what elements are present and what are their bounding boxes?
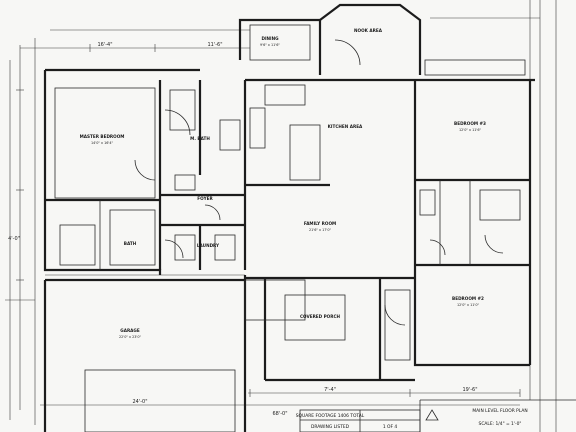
dim-top-mid: 11'-6" — [207, 42, 222, 48]
dim-garage-bottom: 24'-0" — [132, 399, 147, 405]
room-label-bath: BATH — [124, 241, 137, 246]
title-project: SQUARE FOOTAGE 1406 TOTAL — [296, 413, 365, 419]
room-label-bedroom-3: BEDROOM #3 — [454, 121, 486, 126]
room-size-family-room: 21'6" x 17'0" — [309, 228, 332, 232]
room-size-master-bedroom: 14'0" x 16'4" — [91, 141, 114, 145]
room-label-laundry: LAUNDRY — [197, 243, 220, 248]
room-size-bedroom-2: 12'0" x 11'0" — [457, 303, 480, 307]
dim-left-side: 4'-0" — [8, 236, 20, 242]
dimension-lines — [5, 0, 557, 432]
title-scale: SCALE: 1/4" = 1'-0" — [479, 421, 522, 427]
room-label-nook: NOOK AREA — [354, 28, 383, 33]
dim-top-left: 16'-4" — [97, 42, 112, 48]
room-label-master-bedroom: MASTER BEDROOM — [80, 134, 125, 139]
room-size-garage: 22'0" x 23'0" — [119, 335, 142, 339]
north-arrow-icon — [425, 409, 439, 421]
title-plan-name: MAIN LEVEL FLOOR PLAN — [472, 408, 527, 414]
room-label-family-room: FAMILY ROOM — [304, 221, 336, 226]
room-label-bedroom-2: BEDROOM #2 — [452, 296, 484, 301]
interior-walls — [45, 24, 576, 432]
title-drawing: DRAWING LISTED — [311, 424, 350, 430]
room-size-bedroom-3: 12'0" x 11'6" — [459, 128, 482, 132]
dim-total: 68'-0" — [272, 411, 287, 417]
room-label-foyer: FOYER — [197, 196, 213, 201]
room-label-dining: DINING — [261, 36, 279, 41]
dimension-labels: 16'-4" 11'-6" 4'-0" 24'-0" 7'-4" 19'-6" … — [8, 42, 477, 417]
dim-porch-width: 7'-4" — [324, 387, 336, 393]
room-label-covered-porch: COVERED PORCH — [300, 314, 341, 319]
room-label-master-bath: M. BATH — [190, 136, 210, 141]
dim-right-bottom: 19'-6" — [462, 387, 477, 393]
door-swings — [134, 39, 504, 326]
title-block: SQUARE FOOTAGE 1406 TOTAL DRAWING LISTED… — [296, 408, 528, 430]
room-size-dining: 9'6" x 11'6" — [260, 43, 280, 47]
room-labels: MASTER BEDROOM 14'0" x 16'4" DINING 9'6"… — [80, 28, 486, 339]
exterior-walls — [43, 3, 535, 432]
room-label-garage: GARAGE — [120, 328, 140, 333]
title-sheet: 1 OF 4 — [383, 424, 398, 430]
room-label-kitchen: KITCHEN AREA — [328, 124, 363, 129]
